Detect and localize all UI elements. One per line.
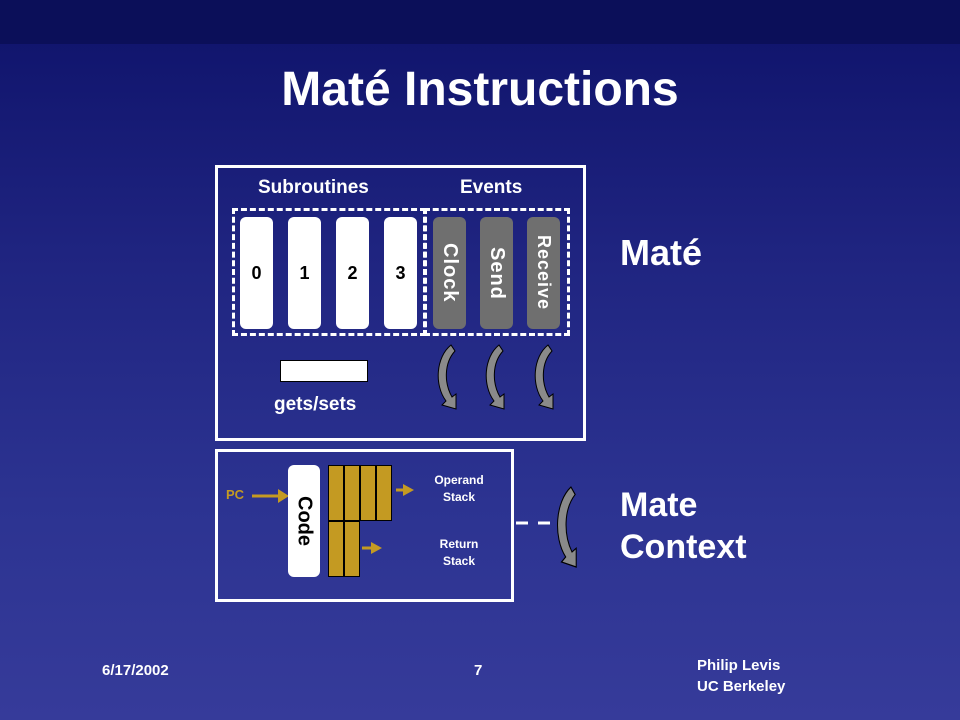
footer-page-number: 7 [474,662,483,679]
operand-stack-cell [328,465,344,521]
context-side-label: Mate Context [620,484,747,568]
subroutines-label: Subroutines [258,177,369,198]
event-clock: Clock [433,217,466,329]
event-receive-label: Receive [534,235,554,311]
footer-author: Philip Levis UC Berkeley [697,655,785,697]
operand-stack-cell [344,465,360,521]
context-side-label-line2: Context [620,528,747,566]
operand-stack-cell [360,465,376,521]
top-bar [0,0,960,44]
events-group [424,208,570,336]
subroutine-2: 2 [336,217,369,329]
events-label: Events [460,177,523,198]
return-stack-cell [328,521,344,577]
return-stack-label-text: Return Stack [439,537,479,568]
footer-author-name: Philip Levis [697,657,781,674]
operand-stack-label: Operand Stack [420,472,498,506]
subroutine-3: 3 [384,217,417,329]
subroutine-1: 1 [288,217,321,329]
context-side-label-line1: Mate [620,486,698,524]
gets-sets-bar [280,360,368,382]
event-receive: Receive [527,217,560,329]
footer-date: 6/17/2002 [102,662,169,679]
event-send-label: Send [486,246,508,300]
event-clock-label: Clock [439,243,461,303]
return-stack-cell [344,521,360,577]
code-block: Code [288,465,320,577]
context-arrow-icon [556,486,577,568]
event-send: Send [480,217,513,329]
operand-stack-cell [376,465,392,521]
slide-title: Maté Instructions [281,63,679,116]
subroutine-0: 0 [240,217,273,329]
mate-side-label: Maté [620,232,703,273]
pc-label: PC [226,487,245,502]
code-label: Code [293,496,316,546]
footer-affiliation: UC Berkeley [697,678,786,695]
operand-stack-label-text: Operand Stack [434,473,484,504]
gets-sets-label: gets/sets [274,394,357,415]
context-box [215,449,514,602]
mate-box [215,165,586,441]
return-stack-label: Return Stack [420,536,498,570]
